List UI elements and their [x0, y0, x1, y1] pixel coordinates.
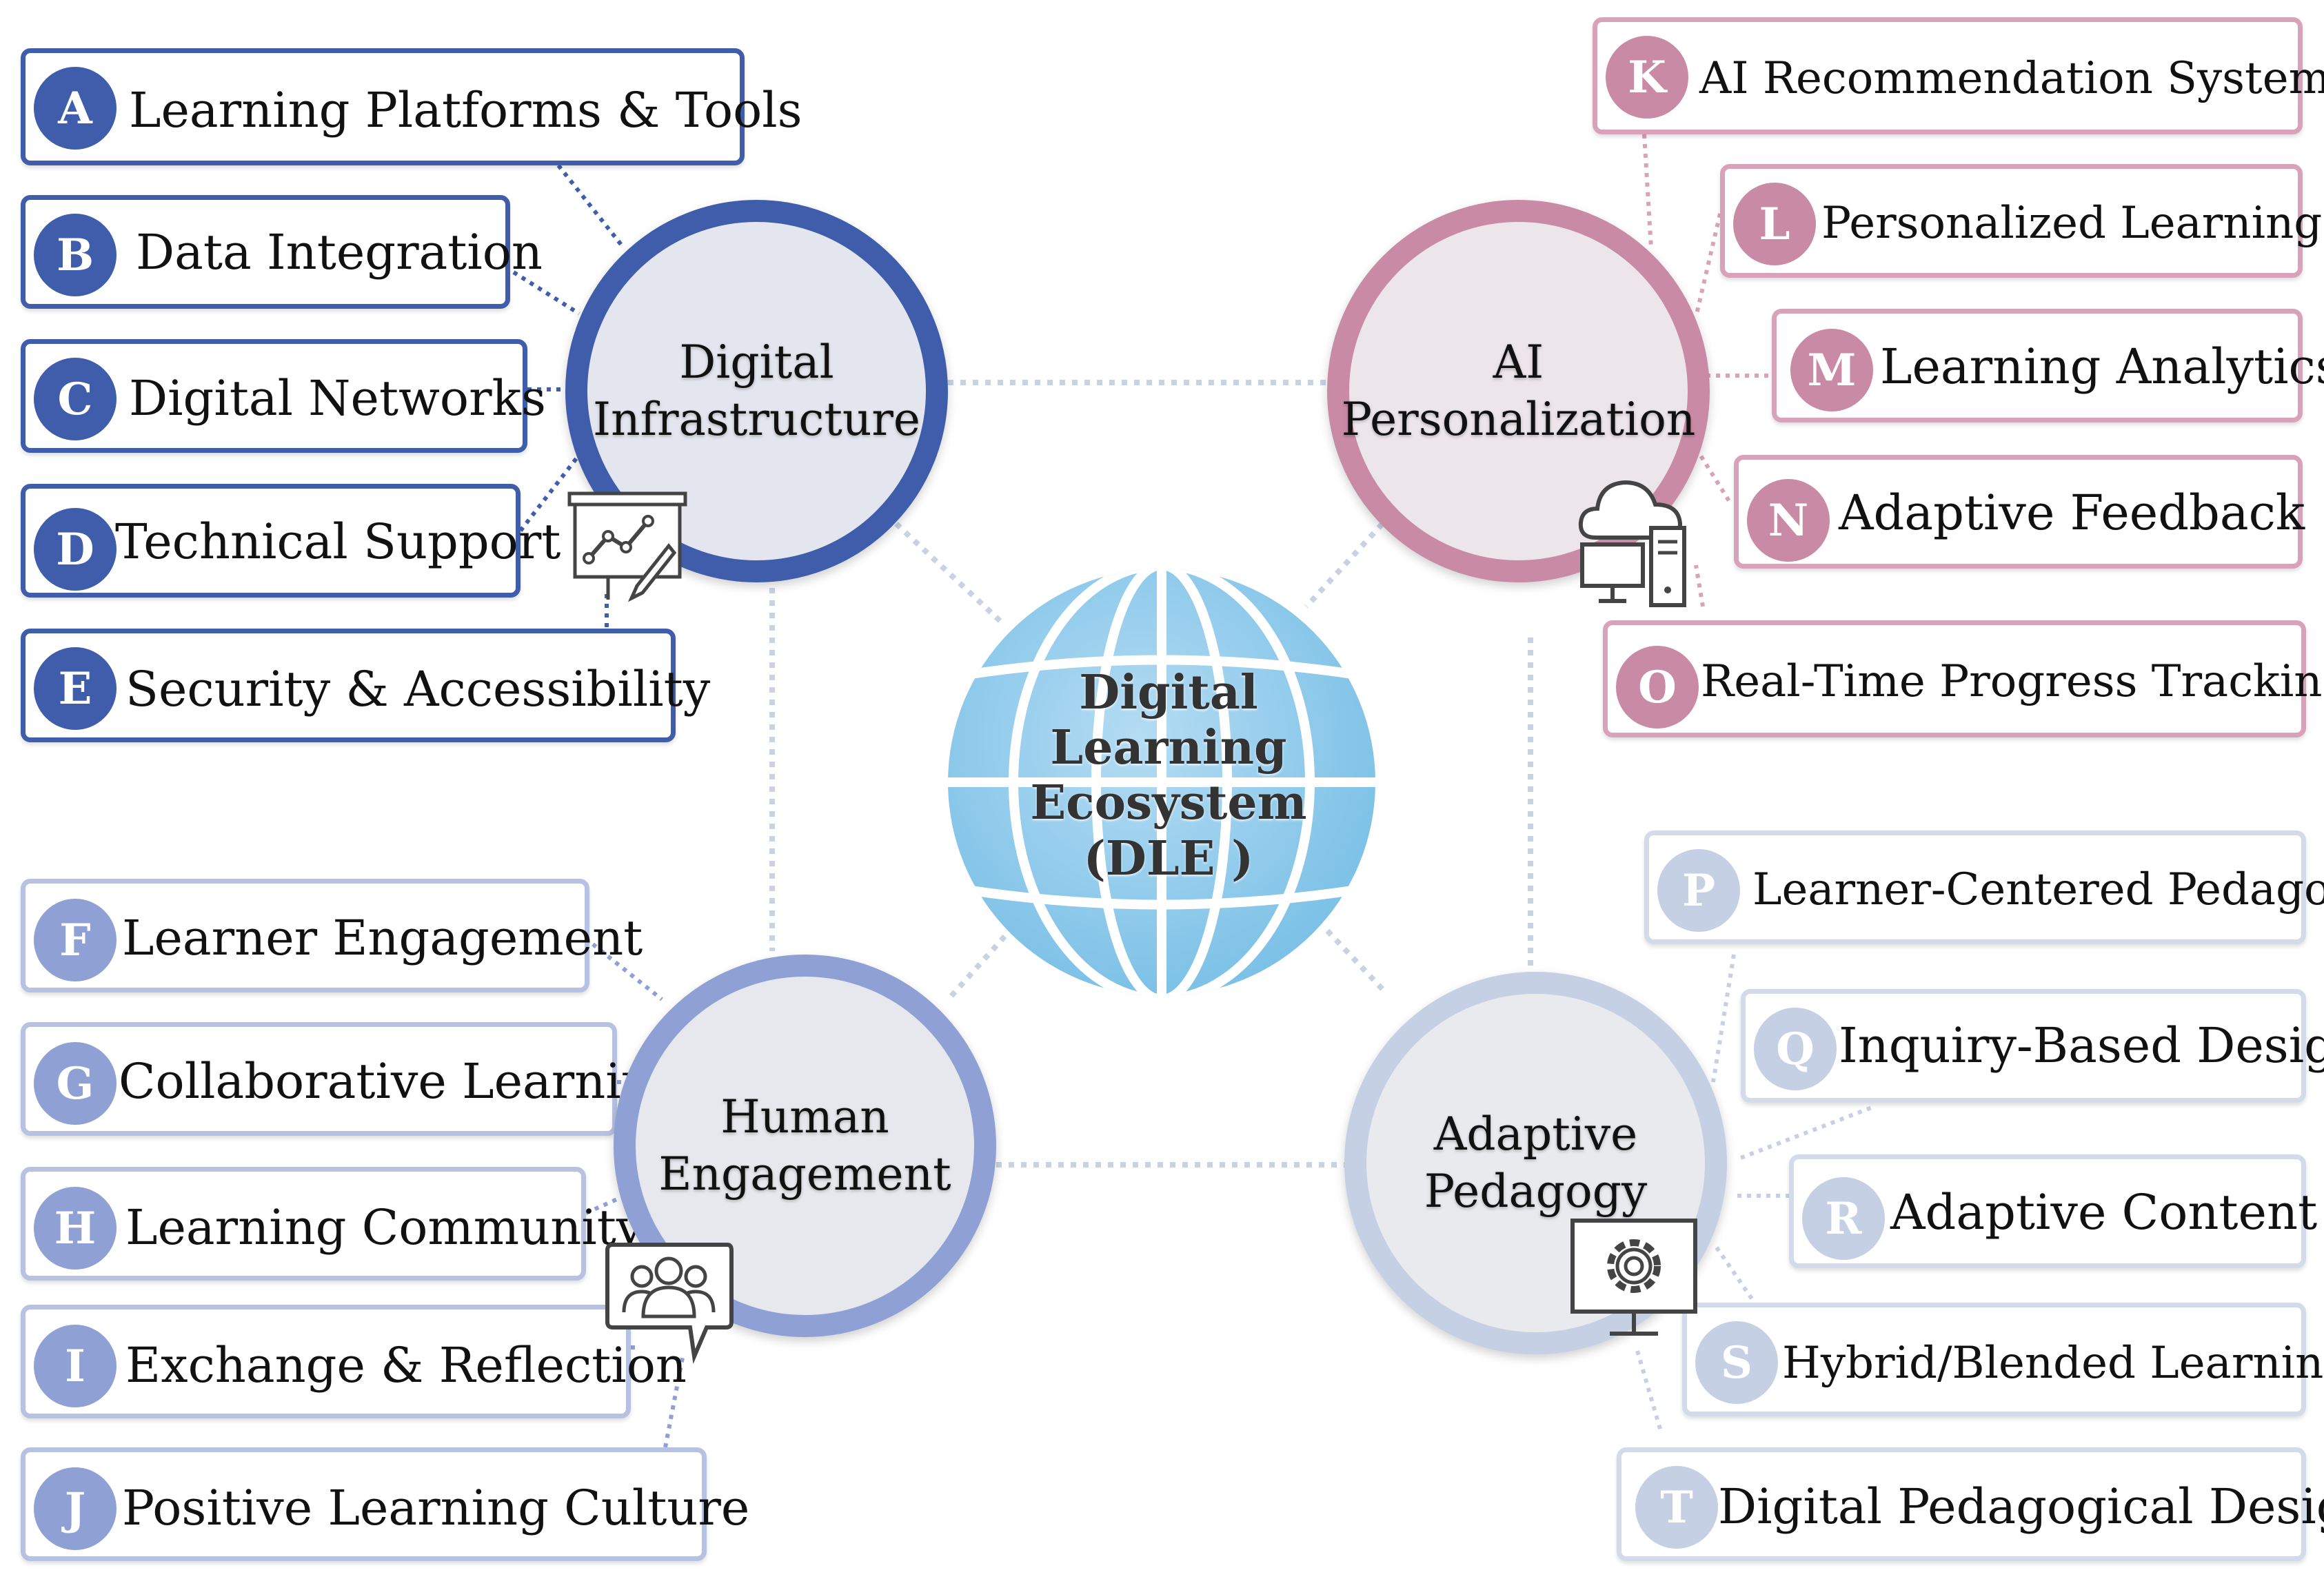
ai-links — [1642, 134, 1772, 607]
item-box-r: R Adaptive Content — [1789, 1154, 2317, 1268]
globe-icon — [948, 569, 1375, 996]
item-letter-q: Q — [1754, 1008, 1837, 1090]
item-box-n: N Adaptive Feedback — [1734, 455, 2305, 569]
item-letter-f: F — [34, 899, 117, 981]
item-letter-a: A — [34, 67, 117, 150]
hub-title-digital-infrastructure: Digital Infrastructure — [593, 336, 920, 446]
item-label-q: Inquiry-Based Design — [1839, 1017, 2324, 1074]
center-title: Digital Learning Ecosystem (DLE ) — [1030, 665, 1307, 886]
item-box-m: M Learning Analytics — [1772, 309, 2324, 422]
item-box-o: O Real-Time Progress Tracking — [1603, 620, 2324, 737]
item-letter-r: R — [1802, 1177, 1885, 1260]
cloud-computer-icon — [1578, 480, 1686, 607]
item-label-a: Learning Platforms & Tools — [129, 82, 802, 139]
group-chat-icon — [605, 1243, 734, 1365]
item-letter-k: K — [1606, 36, 1688, 119]
item-letter-o: O — [1616, 646, 1699, 729]
item-box-e: E Security & Accessibility — [21, 629, 710, 742]
item-letter-h: H — [34, 1187, 117, 1270]
item-letter-b: B — [34, 214, 117, 296]
item-box-h: H Learning Community — [21, 1167, 643, 1281]
item-label-h: Learning Community — [125, 1199, 644, 1256]
item-box-t: T Digital Pedagogical Design — [1617, 1447, 2324, 1561]
item-box-f: F Learner Engagement — [21, 879, 643, 992]
item-box-k: K AI Recommendation Systems — [1593, 17, 2324, 134]
monitor-gear-icon — [1570, 1219, 1697, 1336]
item-box-j: J Positive Learning Culture — [21, 1447, 749, 1561]
item-label-b: Data Integration — [136, 224, 543, 281]
item-box-a: A Learning Platforms & Tools — [21, 48, 802, 165]
hub-title-adaptive-pedagogy: Adaptive Pedagogy — [1424, 1108, 1648, 1218]
item-label-p: Learner-Centered Pedagogy — [1752, 864, 2324, 915]
pedagogy-links — [1635, 954, 1877, 1434]
item-box-p: P Learner-Centered Pedagogy — [1644, 831, 2324, 944]
item-letter-t: T — [1635, 1466, 1718, 1549]
item-letter-g: G — [34, 1042, 117, 1125]
item-letter-i: I — [34, 1325, 117, 1407]
item-box-q: Q Inquiry-Based Design — [1741, 989, 2324, 1103]
item-label-i: Exchange & Reflection — [125, 1337, 687, 1394]
item-letter-l: L — [1733, 183, 1816, 265]
item-letter-s: S — [1695, 1321, 1778, 1404]
item-label-c: Digital Networks — [129, 370, 546, 427]
item-box-s: S Hybrid/Blended Learning — [1682, 1303, 2324, 1416]
hub-title-human-engagement: Human Engagement — [658, 1090, 951, 1201]
item-label-s: Hybrid/Blended Learning — [1782, 1338, 2324, 1389]
item-label-d: Technical Support — [115, 513, 561, 570]
item-box-b: B Data Integration — [21, 195, 543, 309]
item-box-d: D Technical Support — [21, 484, 560, 598]
item-label-o: Real-Time Progress Tracking — [1701, 656, 2324, 707]
infra-links — [512, 164, 626, 627]
item-label-r: Adaptive Content — [1890, 1184, 2318, 1241]
item-letter-e: E — [34, 647, 117, 730]
item-label-g: Collaborative Learning — [119, 1053, 683, 1110]
item-label-f: Learner Engagement — [122, 910, 643, 966]
item-label-j: Positive Learning Culture — [122, 1480, 750, 1536]
item-label-m: Learning Analytics — [1880, 338, 2324, 395]
item-box-l: L Personalized Learning — [1720, 164, 2322, 278]
item-label-n: Adaptive Feedback — [1839, 485, 2305, 541]
item-letter-n: N — [1747, 479, 1830, 562]
item-label-e: Security & Accessibility — [125, 661, 711, 717]
item-box-g: G Collaborative Learning — [21, 1022, 683, 1136]
chart-presentation-icon — [567, 491, 687, 602]
item-letter-m: M — [1790, 329, 1873, 411]
hub-links — [769, 380, 1533, 1168]
item-label-t: Digital Pedagogical Design — [1718, 1478, 2324, 1535]
item-letter-j: J — [34, 1467, 117, 1550]
item-letter-c: C — [34, 358, 117, 440]
item-label-k: AI Recommendation Systems — [1699, 53, 2324, 104]
item-letter-p: P — [1657, 849, 1740, 932]
item-box-i: I Exchange & Reflection — [21, 1305, 687, 1418]
item-label-l: Personalized Learning — [1821, 198, 2323, 249]
item-letter-d: D — [34, 508, 117, 591]
hub-title-ai-personalization: AI Personalization — [1341, 336, 1696, 446]
item-box-c: C Digital Networks — [21, 339, 546, 453]
